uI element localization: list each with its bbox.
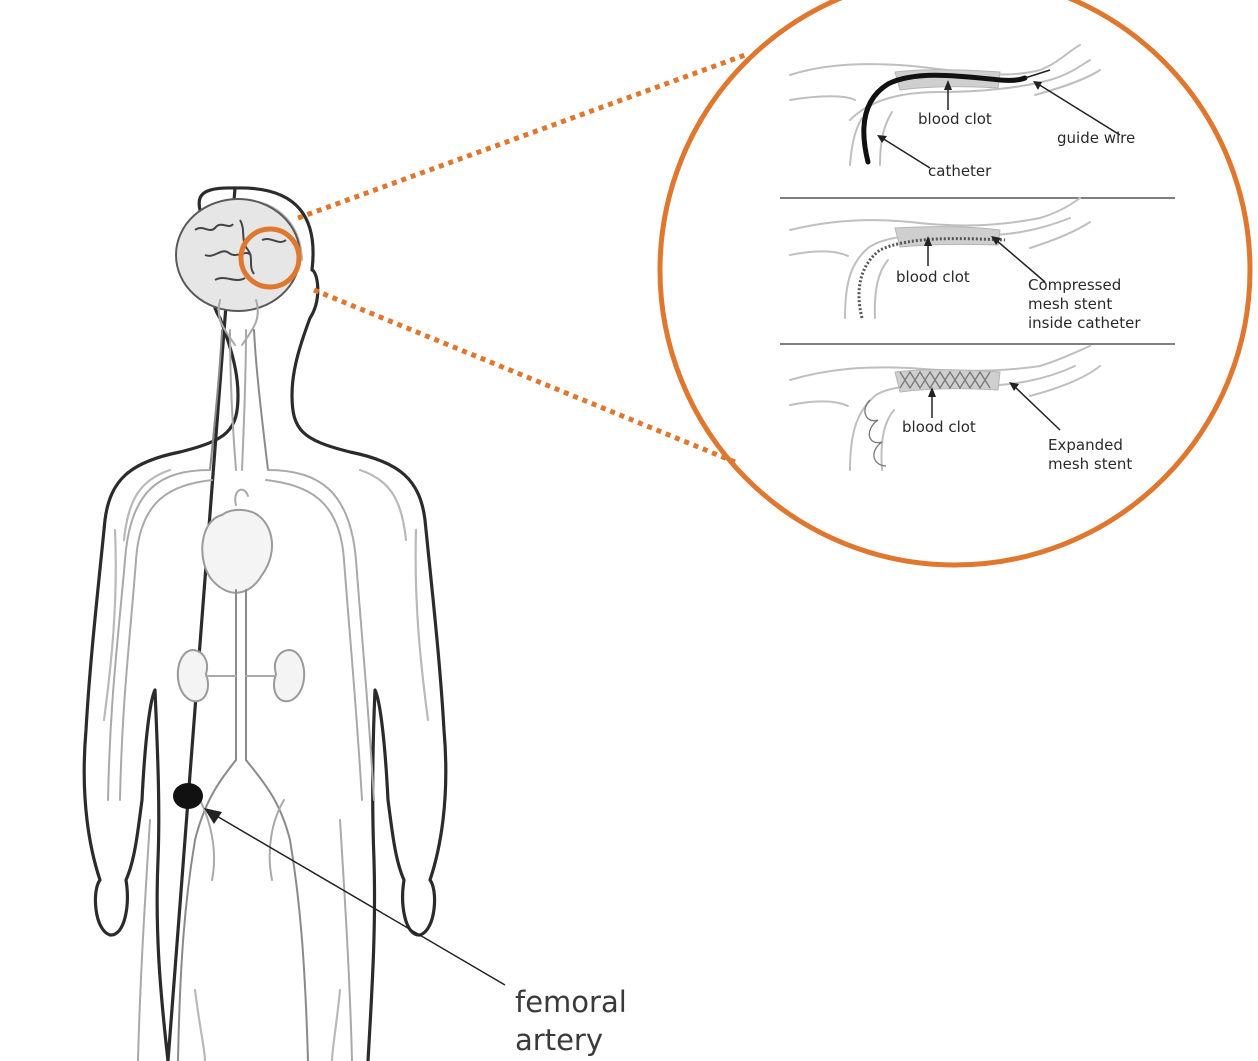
panel1-guide-wire-label: guide wire xyxy=(1057,129,1135,147)
panel-compressed-stent: blood clot Compressed mesh stent inside … xyxy=(790,198,1141,332)
panel1-catheter-label: catheter xyxy=(928,162,992,180)
panel3-clot-label: blood clot xyxy=(902,418,976,436)
heart xyxy=(202,510,272,593)
panel2-clot-label: blood clot xyxy=(896,268,970,286)
panel2-stent-label-line3: inside catheter xyxy=(1028,314,1141,332)
right-kidney xyxy=(274,650,304,701)
panel1-clot-label: blood clot xyxy=(918,110,992,128)
panel3-stent-label-line1: Expanded xyxy=(1048,436,1123,454)
femoral-artery-label-line1: femoral xyxy=(515,985,627,1019)
zoom-connector-bottom xyxy=(314,290,735,462)
body-outline xyxy=(84,188,446,1061)
femoral-artery-label-line2: artery xyxy=(515,1023,603,1057)
panel2-stent-label-line1: Compressed xyxy=(1028,276,1121,294)
panel2-stent-label-line2: mesh stent xyxy=(1028,295,1112,313)
panel-expanded-stent: blood clot Expanded mesh stent xyxy=(790,346,1132,473)
zoom-panels: blood clot guide wire catheter blood clo… xyxy=(780,45,1175,473)
femoral-entry-point xyxy=(173,783,203,809)
zoom-connector-top xyxy=(298,55,745,218)
human-body-figure xyxy=(84,188,446,1061)
femoral-pointer-line xyxy=(215,815,505,985)
panel-guide-wire: blood clot guide wire catheter xyxy=(790,45,1135,180)
left-kidney xyxy=(178,650,208,701)
panel3-stent-label-line2: mesh stent xyxy=(1048,455,1132,473)
